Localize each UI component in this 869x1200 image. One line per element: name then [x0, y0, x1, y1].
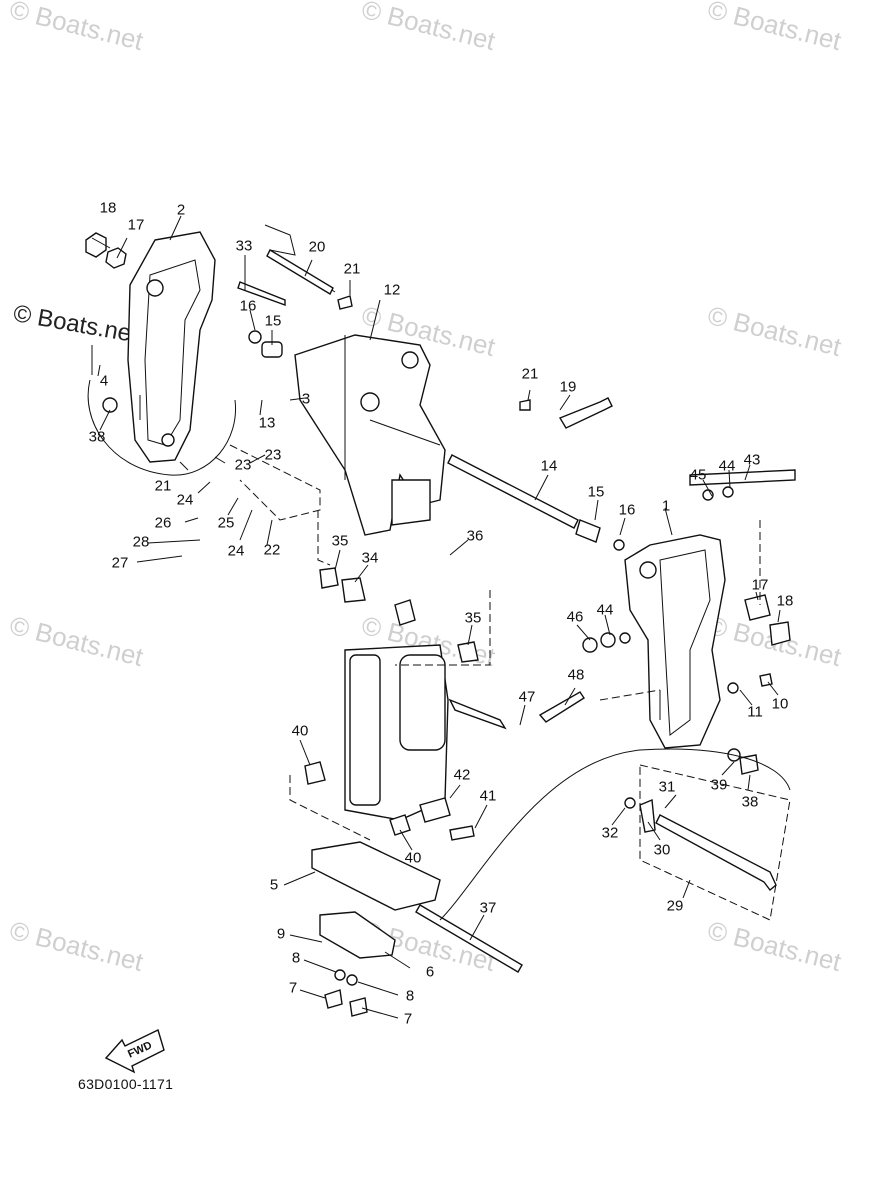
callout-label: 13 [258, 414, 276, 432]
callout-label: 36 [466, 527, 484, 545]
callout-label: 44 [596, 601, 614, 619]
callout-label: 10 [771, 695, 789, 713]
callout-label: 8 [405, 987, 415, 1005]
callout-label: 40 [291, 722, 309, 740]
callout-label: 18 [776, 592, 794, 610]
callout-label: 23 [234, 456, 252, 474]
callout-label: 42 [453, 766, 471, 784]
callout-label: 1 [661, 497, 671, 515]
callout-label: 19 [559, 378, 577, 396]
callout-label: 23 [264, 446, 282, 464]
callout-label: 30 [653, 841, 671, 859]
callout-label: 39 [710, 776, 728, 794]
callout-label: 31 [658, 778, 676, 796]
callout-label: 2 [176, 201, 186, 219]
tilt-rod [624, 797, 777, 892]
callout-label: 8 [291, 949, 301, 967]
callout-label: 16 [618, 501, 636, 519]
clamp-bracket-right [582, 469, 796, 775]
callout-label: 38 [88, 428, 106, 446]
callout-label: 21 [154, 477, 172, 495]
callout-label: 40 [404, 849, 422, 867]
callout-label: 33 [235, 237, 253, 255]
callout-label: 17 [127, 216, 145, 234]
callout-label: 29 [666, 897, 684, 915]
callout-label: 14 [540, 457, 558, 475]
callout-label: 34 [361, 549, 379, 567]
callout-label: 35 [464, 609, 482, 627]
callout-label: 12 [383, 281, 401, 299]
clamp-bracket-left [87, 231, 237, 476]
callout-label: 46 [566, 608, 584, 626]
diagram-code: 63D0100-1171 [78, 1076, 174, 1092]
callout-label: 15 [587, 483, 605, 501]
callout-label: 44 [718, 457, 736, 475]
callout-label: 15 [264, 312, 282, 330]
callout-label: 3 [301, 390, 311, 408]
pins-top [237, 224, 353, 358]
lower-mount-parts [311, 748, 791, 1017]
callout-label: 4 [99, 372, 109, 390]
callout-label: 9 [276, 925, 286, 943]
callout-label: 21 [521, 365, 539, 383]
callout-label: 5 [269, 876, 279, 894]
callout-label: 48 [567, 666, 585, 684]
nuts-top-left [85, 232, 127, 413]
callout-label: 18 [99, 199, 117, 217]
callout-label: 6 [425, 963, 435, 981]
callout-label: 22 [263, 541, 281, 559]
callout-label: 20 [308, 238, 326, 256]
callout-label: 47 [518, 688, 536, 706]
callout-label: 35 [331, 532, 349, 550]
leader-lines [91, 215, 791, 1019]
callout-label: 16 [239, 297, 257, 315]
callout-label: 11 [747, 703, 763, 721]
callout-label: 32 [601, 824, 619, 842]
fwd-arrow-icon [104, 1029, 165, 1074]
callout-label: 43 [743, 451, 761, 469]
callout-label: 38 [741, 793, 759, 811]
callout-label: 26 [154, 514, 172, 532]
callout-label: 24 [176, 491, 194, 509]
callout-label: 24 [227, 542, 245, 560]
callout-label: 37 [479, 899, 497, 917]
callout-label: 25 [217, 514, 235, 532]
callout-label: 41 [479, 787, 497, 805]
callout-label: 7 [403, 1010, 413, 1028]
power-trim-tilt-unit [304, 567, 585, 841]
callout-label: 21 [343, 260, 361, 278]
callout-label: 45 [689, 466, 707, 484]
callout-label: 7 [288, 979, 298, 997]
callout-label: 17 [751, 576, 769, 594]
manual-lever [519, 397, 613, 429]
swivel-bracket [294, 334, 446, 536]
callout-label: 27 [111, 554, 129, 572]
callout-label: 28 [132, 533, 150, 551]
